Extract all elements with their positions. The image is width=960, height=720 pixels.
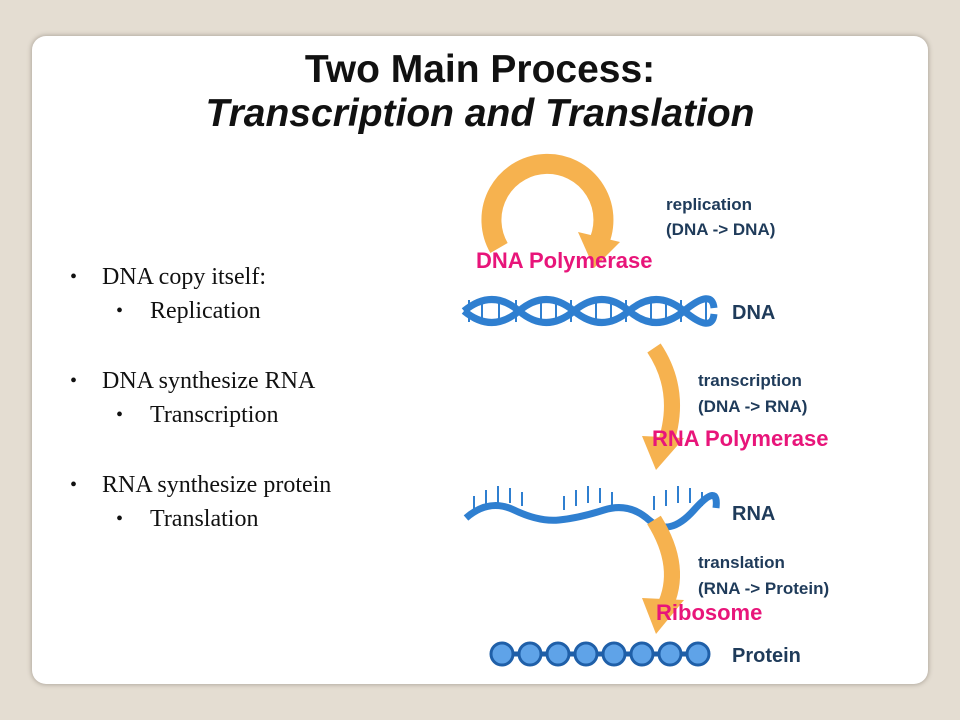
sub-bullet-item: •Translation: [70, 502, 470, 536]
protein-bead: [545, 641, 571, 667]
bullet-dot-icon: •: [116, 404, 124, 426]
bullet-item: •DNA copy itself:: [70, 260, 470, 294]
protein-label: Protein: [732, 645, 801, 667]
central-dogma-diagram: replication (DNA -> DNA) DNA Polymerase …: [461, 153, 829, 667]
rna-label: RNA: [732, 503, 775, 525]
replication-detail: (DNA -> DNA): [666, 220, 775, 239]
bullet-dot-icon: •: [70, 474, 78, 496]
ribosome-label: Ribosome: [656, 600, 762, 625]
protein-bead: [629, 641, 655, 667]
transcription-detail: (DNA -> RNA): [698, 397, 807, 416]
protein-bead: [573, 641, 599, 667]
title-line-1: Two Main Process:: [304, 48, 656, 91]
dna-label: DNA: [732, 302, 775, 324]
protein-bead: [517, 641, 543, 667]
replication-label: replication: [666, 195, 752, 214]
bullet-dot-icon: •: [116, 508, 124, 530]
bullet-item: •DNA synthesize RNA: [70, 364, 470, 398]
bullet-dot-icon: •: [70, 370, 78, 392]
curved-arrow-icon: [642, 343, 684, 470]
dna-polymerase-label: DNA Polymerase: [476, 248, 652, 273]
protein-bead: [601, 641, 627, 667]
translation-label: translation: [698, 553, 785, 572]
protein-bead: [657, 641, 683, 667]
bullet-dot-icon: •: [70, 266, 78, 288]
rna-strand-icon: [463, 486, 720, 531]
sub-bullet-item: •Replication: [70, 294, 470, 328]
translation-detail: (RNA -> Protein): [698, 579, 829, 598]
rna-polymerase-label: RNA Polymerase: [652, 426, 828, 451]
protein-bead: [489, 641, 515, 667]
protein-bead: [685, 641, 711, 667]
slide-title: Two Main Process: Transcription and Tran…: [32, 48, 928, 136]
bullet-item: •RNA synthesize protein: [70, 468, 470, 502]
transcription-label: transcription: [698, 371, 802, 390]
dna-helix-icon: [461, 295, 718, 327]
circular-arrow-icon: [481, 153, 620, 268]
slide: Two Main Process: Transcription and Tran…: [32, 36, 928, 684]
curved-arrow-icon: [642, 515, 684, 634]
sub-bullet-item: •Transcription: [70, 398, 470, 432]
bullet-list: •DNA copy itself: •Replication •DNA synt…: [70, 260, 470, 536]
title-line-2: Transcription and Translation: [205, 92, 755, 135]
bullet-dot-icon: •: [116, 300, 124, 322]
